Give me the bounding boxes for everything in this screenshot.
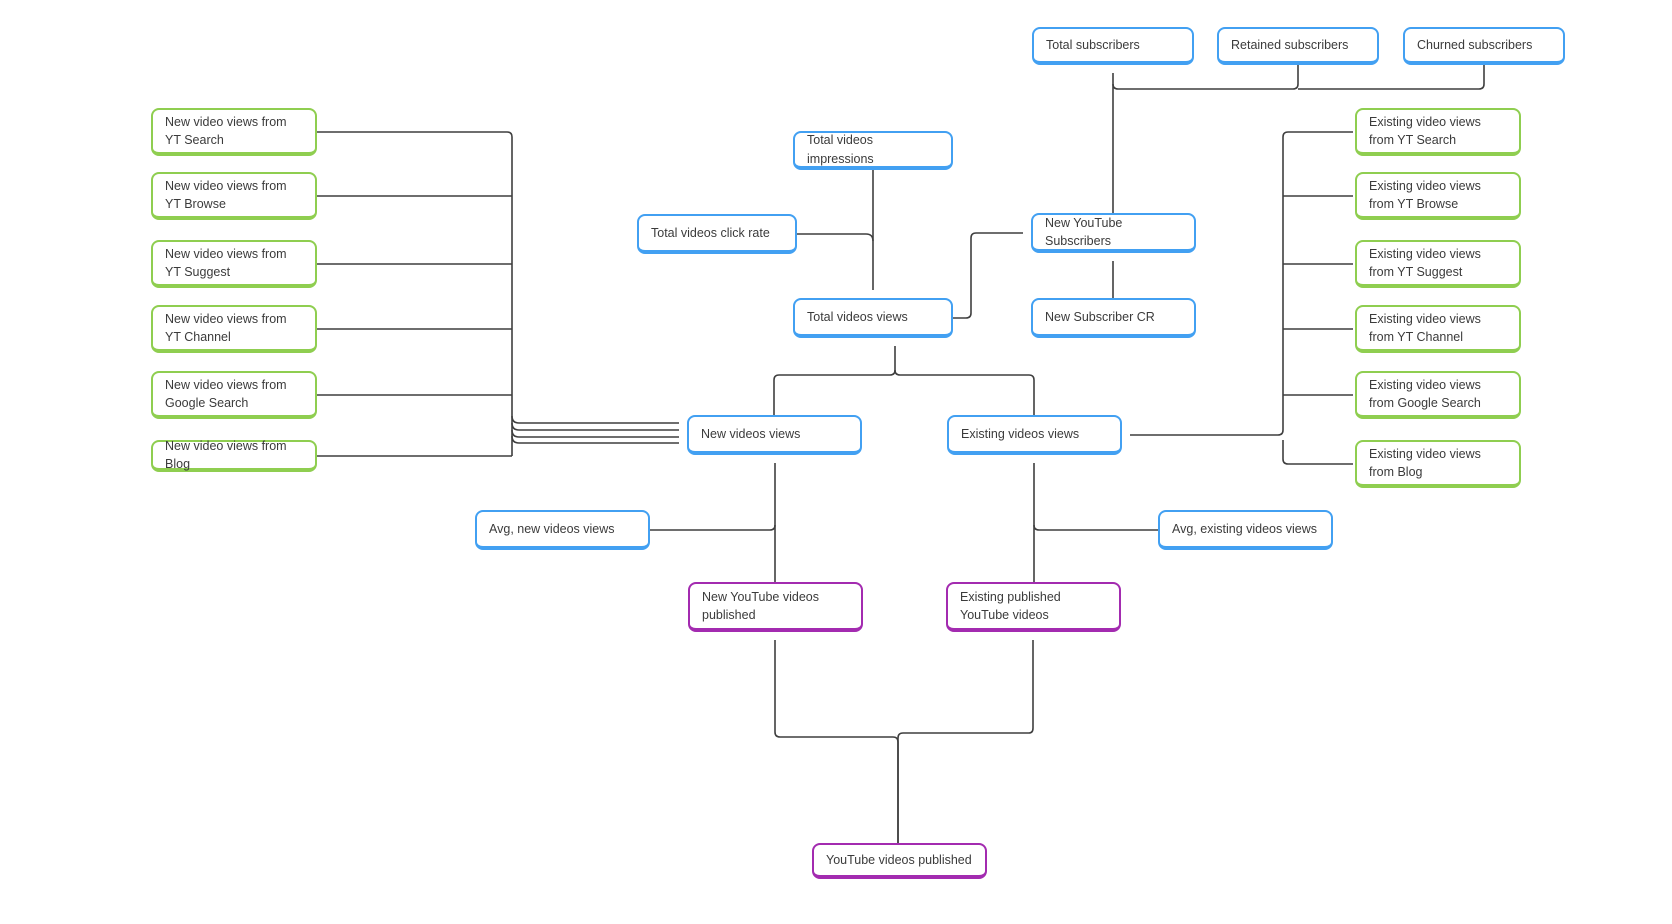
node-label-existing-video-views-yt-channel: Existing video views from YT Channel [1369,311,1481,344]
node-total-subscribers[interactable]: Total subscribers [1032,27,1194,65]
node-new-video-views-google-search[interactable]: New video views from Google Search [151,371,317,419]
node-label-existing-video-views-blog: Existing video views from Blog [1369,446,1481,479]
node-existing-videos-views[interactable]: Existing videos views [947,415,1122,455]
node-label-avg-new-videos-views: Avg, new videos views [489,521,615,536]
node-new-videos-views[interactable]: New videos views [687,415,862,455]
node-retained-subscribers[interactable]: Retained subscribers [1217,27,1379,65]
node-label-new-video-views-yt-browse: New video views from YT Browse [165,178,287,211]
node-label-new-video-views-google-search: New video views from Google Search [165,377,287,410]
node-total-videos-views[interactable]: Total videos views [793,298,953,338]
edge-new-sources-bundle-4 [511,435,679,444]
node-label-churned-subscribers: Churned subscribers [1417,37,1533,52]
edge-existing-blog [1282,440,1353,465]
node-youtube-videos-published[interactable]: YouTube videos published [812,843,987,879]
edge-published-to-existing-published [897,640,1034,843]
node-existing-video-views-yt-suggest[interactable]: Existing video views from YT Suggest [1355,240,1521,288]
node-label-new-youtube-videos-published: New YouTube videos published [702,589,819,622]
node-label-existing-video-views-yt-browse: Existing video views from YT Browse [1369,178,1481,211]
node-avg-new-videos-views[interactable]: Avg, new videos views [475,510,650,550]
node-label-youtube-videos-published: YouTube videos published [826,852,972,867]
node-label-total-videos-click-rate: Total videos click rate [651,225,770,240]
edge-retained-subscribers-join [1112,65,1299,90]
node-label-new-youtube-subscribers: New YouTube Subscribers [1045,215,1123,248]
edge-new-sources-bundle-3 [511,429,679,438]
edge-avg-existing-views-join [1033,524,1158,531]
edge-total-views-to-new-subscribers [953,232,1023,319]
edge-existing-sources-to-existing-views [1130,131,1353,436]
node-existing-video-views-yt-search[interactable]: Existing video views from YT Search [1355,108,1521,156]
edge-new-sources-bundle-2 [511,422,679,431]
node-existing-published-youtube-videos[interactable]: Existing published YouTube videos [946,582,1121,632]
edge-click-rate-to-total-views [797,233,874,242]
edge-churned-subscribers-join [1298,65,1485,90]
edge-published-to-new-published [774,640,899,843]
node-existing-video-views-yt-channel[interactable]: Existing video views from YT Channel [1355,305,1521,353]
node-label-avg-existing-videos-views: Avg, existing videos views [1172,521,1317,536]
node-label-new-video-views-yt-suggest: New video views from YT Suggest [165,246,287,279]
edge-new-sources-bundle-1 [511,415,679,424]
node-new-video-views-yt-channel[interactable]: New video views from YT Channel [151,305,317,353]
node-label-total-subscribers: Total subscribers [1046,37,1140,52]
edge-avg-new-views-join [650,524,776,531]
node-label-total-videos-impressions: Total videos impressions [807,133,874,166]
node-label-total-videos-views: Total videos views [807,309,908,324]
node-new-video-views-yt-suggest[interactable]: New video views from YT Suggest [151,240,317,288]
node-avg-existing-videos-views[interactable]: Avg, existing videos views [1158,510,1333,550]
node-existing-video-views-yt-browse[interactable]: Existing video views from YT Browse [1355,172,1521,220]
node-new-video-views-yt-browse[interactable]: New video views from YT Browse [151,172,317,220]
node-label-existing-video-views-yt-suggest: Existing video views from YT Suggest [1369,246,1481,279]
node-new-youtube-videos-published[interactable]: New YouTube videos published [688,582,863,632]
node-new-video-views-blog[interactable]: New video views from Blog [151,438,317,472]
edge-new-yt-search-collector [317,131,513,456]
node-new-youtube-subscribers[interactable]: New YouTube Subscribers [1031,213,1196,253]
node-churned-subscribers[interactable]: Churned subscribers [1403,27,1565,65]
node-new-video-views-yt-search[interactable]: New video views from YT Search [151,108,317,156]
node-label-existing-video-views-yt-search: Existing video views from YT Search [1369,114,1481,147]
node-label-retained-subscribers: Retained subscribers [1231,37,1349,52]
node-total-videos-impressions[interactable]: Total videos impressions [793,131,953,170]
node-existing-video-views-blog[interactable]: Existing video views from Blog [1355,440,1521,488]
node-label-new-video-views-blog: New video views from Blog [165,438,287,471]
node-label-new-video-views-yt-search: New video views from YT Search [165,114,287,147]
node-total-videos-click-rate[interactable]: Total videos click rate [637,214,797,254]
node-label-new-subscriber-cr: New Subscriber CR [1045,309,1155,324]
node-label-existing-video-views-google-search: Existing video views from Google Search [1369,377,1481,410]
node-label-new-videos-views: New videos views [701,426,801,441]
node-label-new-video-views-yt-channel: New video views from YT Channel [165,311,287,344]
node-label-existing-published-youtube-videos: Existing published YouTube videos [960,589,1061,622]
node-label-existing-videos-views: Existing videos views [961,426,1080,441]
node-new-subscriber-cr[interactable]: New Subscriber CR [1031,298,1196,338]
edge-existing-views-to-total-views-join [894,369,1035,415]
edge-new-views-to-total-views [773,346,896,415]
node-existing-video-views-google-search[interactable]: Existing video views from Google Search [1355,371,1521,419]
